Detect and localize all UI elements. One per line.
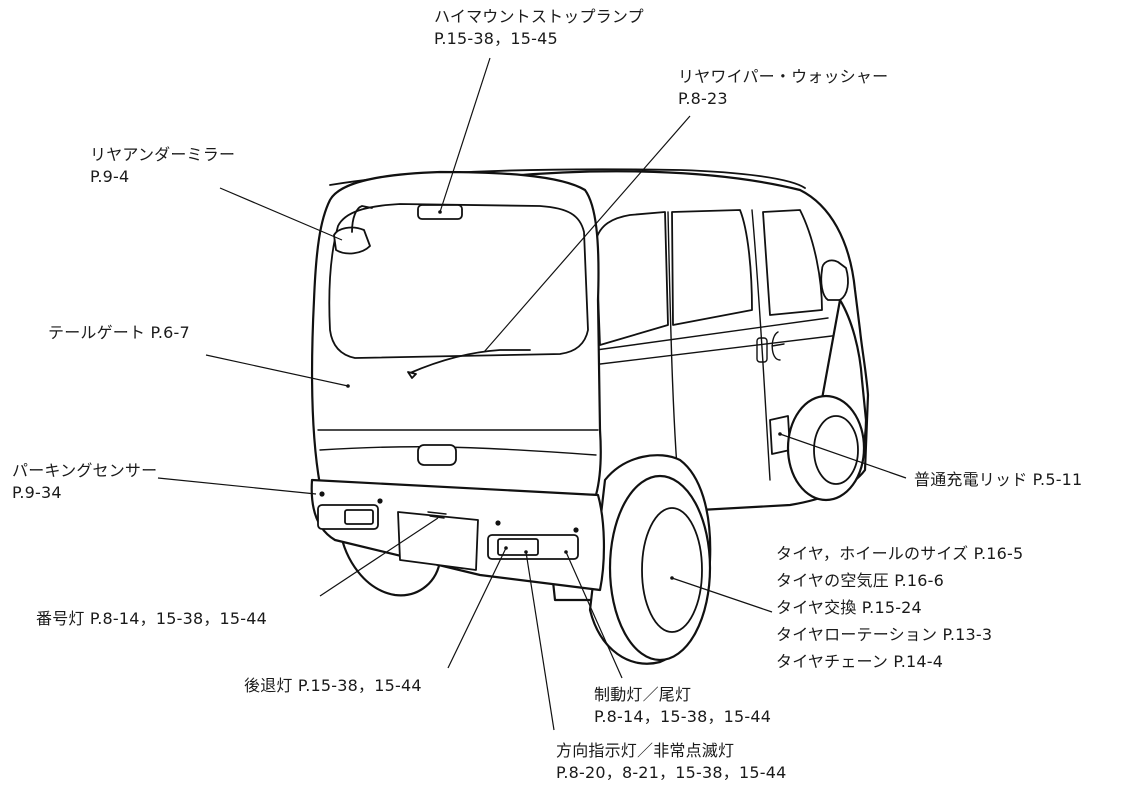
label-backup-lamp: 後退灯 P.15-38，15-44	[244, 676, 422, 695]
label-brake-tail-lamp-pages: P.8-14，15-38，15-44	[594, 707, 772, 726]
license-plate-area	[397, 511, 479, 571]
label-license-plate-lamp: 番号灯 P.8-14，15-38，15-44	[36, 609, 268, 628]
tailgate-handle	[417, 444, 457, 466]
leader-end-dot	[438, 210, 442, 214]
front-wheel	[813, 415, 859, 485]
leader-backup-lamp	[447, 547, 507, 669]
leader-high-mount-stop-lamp	[439, 57, 491, 213]
label-rear-wiper-washer-pages: P.8-23	[678, 89, 728, 108]
leader-rear-wiper	[483, 115, 691, 353]
label-parking-sensor-name: パーキングセンサー	[12, 461, 158, 480]
rear-wiper-tip	[407, 371, 417, 379]
front-tire	[786, 394, 866, 502]
label-tire-size: タイヤ，ホイールのサイズ P.16-5	[776, 544, 1024, 563]
leader-tire	[671, 577, 773, 613]
leader-turn-hazard-lamp	[525, 551, 555, 731]
left-backup-lamp	[344, 509, 374, 525]
door-handle	[756, 337, 768, 363]
parking-sensor-right	[573, 527, 579, 533]
label-parking-sensor: パーキングセンサー P.9-34	[12, 460, 157, 504]
rear-wiper-arm	[409, 349, 531, 374]
label-tailgate: テールゲート P.6-7	[48, 323, 190, 342]
label-tire-rotation: タイヤローテーション P.13-3	[776, 625, 993, 644]
label-rear-wiper-washer-name: リヤワイパー・ウォッシャー	[678, 67, 889, 86]
side-window-2	[671, 209, 753, 326]
label-brake-tail-lamp-name: 制動灯／尾灯	[594, 685, 692, 704]
label-brake-tail-lamp: 制動灯／尾灯 P.8-14，15-38，15-44	[594, 684, 771, 728]
rear-under-mirror-stay	[351, 205, 373, 233]
parking-sensor-3	[495, 520, 501, 526]
leader-charge-lid	[779, 433, 907, 479]
parking-sensor-left	[319, 491, 325, 497]
side-emblem	[771, 331, 785, 361]
rear-under-mirror-shape	[333, 226, 371, 255]
rear-tire	[608, 474, 712, 662]
label-normal-charge-lid: 普通充電リッド P.5-11	[914, 470, 1083, 489]
label-rear-under-mirror: リヤアンダーミラー P.9-4	[90, 144, 235, 188]
right-combo-lamps	[497, 538, 539, 556]
label-tire-pressure: タイヤの空気圧 P.16-6	[776, 571, 944, 590]
license-lamp	[427, 511, 447, 519]
leader-end-dot	[778, 432, 782, 436]
beltline	[595, 317, 829, 351]
label-rear-under-mirror-pages: P.9-4	[90, 167, 130, 186]
label-high-mount-stop-lamp-pages: P.15-38，15-45	[434, 29, 558, 48]
parking-sensor-2	[377, 498, 383, 504]
beltline-lower	[591, 334, 841, 366]
door-cut-2	[751, 209, 771, 481]
leader-brake-tail-lamp	[565, 551, 623, 679]
label-tire-chain: タイヤチェーン P.14-4	[776, 652, 944, 671]
leader-end-dot	[670, 576, 674, 580]
label-high-mount-stop-lamp-name: ハイマウントストップランプ	[434, 7, 644, 26]
side-window-3	[762, 209, 823, 316]
side-window-1	[595, 211, 669, 346]
leader-license-lamp	[319, 517, 439, 597]
leader-end-dot	[524, 550, 528, 554]
leader-end-dot	[504, 546, 508, 550]
leader-parking-sensor	[157, 477, 317, 495]
label-turn-hazard-lamp: 方向指示灯／非常点滅灯 P.8-20，8-21，15-38，15-44	[556, 740, 786, 784]
label-rear-under-mirror-name: リヤアンダーミラー	[90, 145, 236, 164]
label-tire-group: タイヤ，ホイールのサイズ P.16-5 タイヤの空気圧 P.16-6 タイヤ交換…	[776, 540, 1023, 675]
label-rear-wiper-washer: リヤワイパー・ウォッシャー P.8-23	[678, 66, 888, 110]
label-parking-sensor-pages: P.9-34	[12, 483, 62, 502]
side-mirror	[820, 259, 849, 301]
label-high-mount-stop-lamp: ハイマウントストップランプ P.15-38，15-45	[434, 6, 644, 50]
leader-rear-under-mirror	[219, 187, 343, 241]
label-turn-hazard-lamp-pages: P.8-20，8-21，15-38，15-44	[556, 763, 787, 782]
leader-end-dot	[564, 550, 568, 554]
rear-wheel	[641, 507, 703, 633]
rear-window	[328, 203, 589, 359]
leader-tailgate	[205, 354, 349, 387]
leader-end-dot	[346, 384, 350, 388]
label-turn-hazard-lamp-name: 方向指示灯／非常点滅灯	[556, 741, 735, 760]
label-tire-change: タイヤ交換 P.15-24	[776, 598, 922, 617]
